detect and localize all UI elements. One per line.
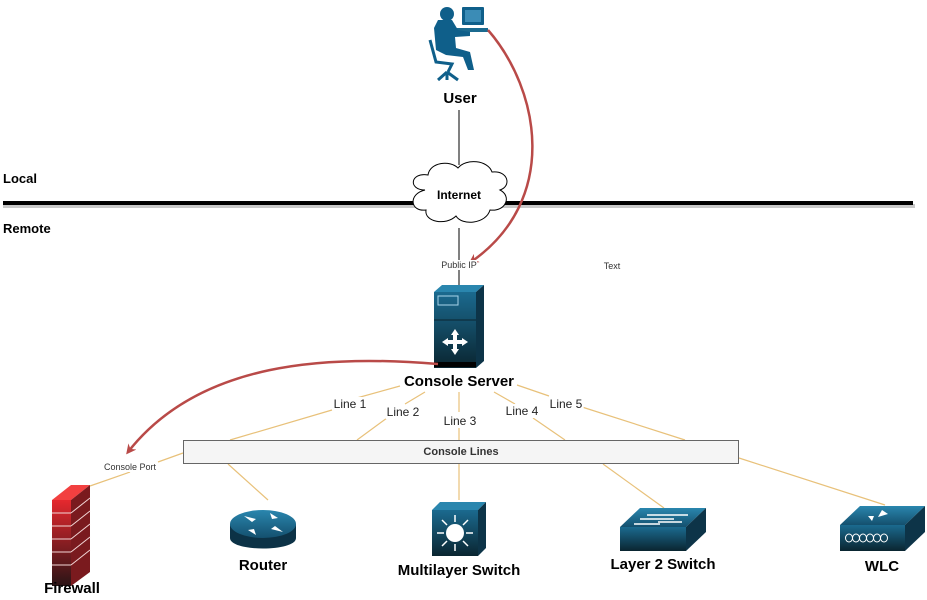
wire-line-1: [229, 385, 401, 441]
line-2-label: Line 2: [385, 405, 421, 419]
console-server-icon: [434, 285, 484, 368]
layer2-switch-label: Layer 2 Switch: [610, 556, 716, 573]
line-4-label: Line 4: [504, 404, 540, 418]
wire-wlc: [738, 457, 886, 506]
console-line-wires: [89, 384, 886, 509]
wire-line-4: [493, 391, 566, 441]
zone-local-label: Local: [3, 171, 37, 186]
console-port-label: Console Port: [103, 462, 157, 472]
firewall-icon: [52, 485, 91, 586]
wlc-icon: [840, 506, 925, 551]
zone-remote-label: Remote: [3, 221, 51, 236]
wire-line-2: [356, 391, 426, 441]
line-5-label: Line 5: [548, 397, 584, 411]
multilayer-switch-label: Multilayer Switch: [397, 562, 521, 579]
wire-line-5: [516, 384, 686, 441]
layer2-switch-icon: [620, 508, 706, 551]
firewall-label: Firewall: [44, 580, 100, 597]
user-label: User: [443, 90, 477, 107]
user-to-publicip-arrow: [468, 29, 534, 264]
console-lines-bar: Console Lines: [183, 440, 739, 464]
console-server-label: Console Server: [403, 373, 515, 390]
line-1-label: Line 1: [332, 397, 368, 411]
router-icon: [230, 510, 296, 549]
user-workstation-icon: [428, 7, 488, 82]
multilayer-switch-icon: [432, 502, 486, 556]
wire-router: [227, 463, 269, 501]
internet-cloud-icon: [412, 161, 508, 223]
text-label: Text: [603, 261, 621, 271]
public-ip-label: Public IP: [441, 260, 477, 270]
wire-layer2: [602, 463, 665, 509]
wire-firewall: [89, 452, 184, 487]
wlc-label: WLC: [864, 558, 900, 575]
line-3-label: Line 3: [442, 414, 478, 428]
router-label: Router: [238, 557, 288, 574]
server-to-consoleport-arrow: [126, 359, 439, 455]
internet-label: Internet: [436, 188, 482, 202]
